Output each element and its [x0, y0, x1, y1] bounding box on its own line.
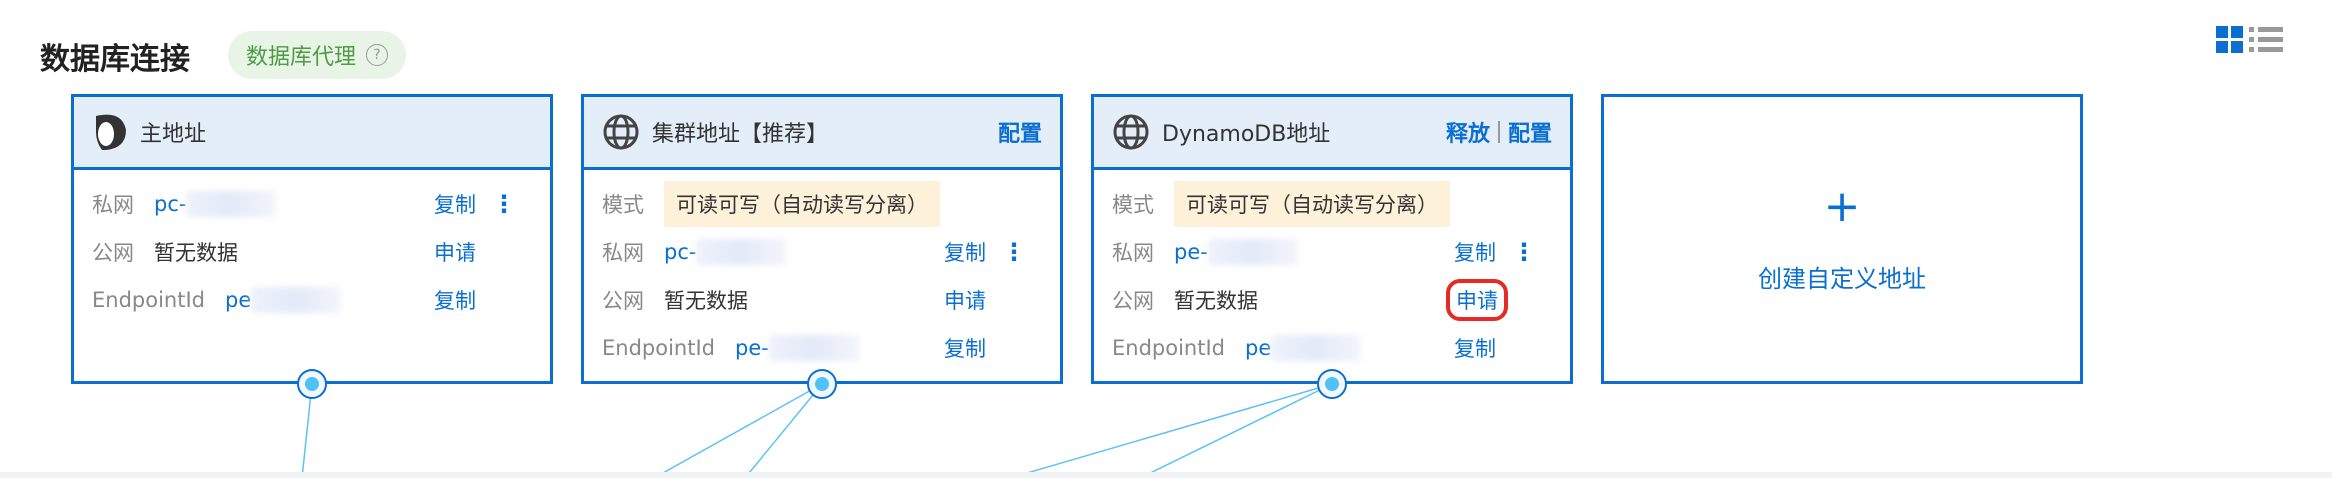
row-label: EndpointId	[92, 288, 205, 312]
badge-label: 数据库代理	[246, 45, 357, 70]
mode-value: 可读可写（自动读写分离）	[664, 181, 940, 227]
db-proxy-badge[interactable]: 数据库代理?	[228, 31, 407, 79]
row-label: EndpointId	[1112, 336, 1225, 360]
row-label: 私网	[92, 193, 134, 217]
more-icon[interactable]: ⋮	[1512, 238, 1536, 266]
card-primary-address: 主地址 私网 pc- 复制 ⋮ 公网暂无数据 申请 EndpointId pe 复制	[71, 94, 553, 384]
copy-button[interactable]: 复制	[434, 193, 476, 217]
row-label: 公网	[92, 241, 134, 265]
copy-button[interactable]: 复制	[1454, 241, 1496, 265]
mode-row: 模式可读可写（自动读写分离）	[1112, 180, 1552, 228]
more-icon[interactable]: ⋮	[492, 190, 516, 218]
row-label: 公网	[602, 289, 644, 313]
endpoint-row: EndpointId pe- 复制	[602, 324, 1042, 372]
row-label: 私网	[1112, 241, 1154, 265]
help-icon[interactable]: ?	[366, 44, 389, 66]
copy-button[interactable]: 复制	[434, 289, 476, 313]
row-label: EndpointId	[602, 336, 715, 360]
globe-icon	[1113, 114, 1149, 150]
avatar-icon	[96, 114, 126, 150]
card-title: DynamoDB地址	[1162, 122, 1331, 147]
globe-icon	[603, 114, 639, 150]
configure-button[interactable]: 配置	[997, 122, 1042, 147]
card-title: 主地址	[140, 122, 207, 147]
connection-node[interactable]	[807, 369, 837, 399]
row-value: 暂无数据	[1174, 289, 1258, 313]
copy-button[interactable]: 复制	[944, 337, 986, 361]
apply-button[interactable]: 申请	[434, 241, 476, 265]
list-view-icon[interactable]	[2249, 27, 2283, 53]
connection-node[interactable]	[1317, 369, 1347, 399]
plus-icon: +	[1823, 180, 1861, 232]
create-custom-address-label: 创建自定义地址	[1758, 264, 1926, 293]
copy-button[interactable]: 复制	[944, 241, 986, 265]
row-value: pc-	[664, 240, 697, 264]
public-network-row: 公网暂无数据 申请	[1112, 276, 1552, 324]
page-title: 数据库连接	[40, 42, 190, 77]
bottom-divider	[0, 472, 2332, 478]
grid-view-icon[interactable]	[2216, 26, 2243, 53]
row-value: 暂无数据	[664, 289, 748, 313]
row-label: 模式	[1112, 193, 1154, 217]
row-value: pe	[1245, 336, 1272, 360]
row-label: 模式	[602, 193, 644, 217]
endpoint-row: EndpointId pe 复制	[92, 276, 532, 324]
more-icon[interactable]: ⋮	[1002, 238, 1026, 266]
divider	[1497, 121, 1500, 143]
row-value: 暂无数据	[154, 241, 238, 265]
connection-node[interactable]	[297, 369, 327, 399]
public-network-row: 公网暂无数据 申请	[602, 276, 1042, 324]
row-value: pe	[225, 288, 252, 312]
mode-value: 可读可写（自动读写分离）	[1174, 181, 1450, 227]
public-network-row: 公网暂无数据 申请	[92, 228, 532, 276]
private-network-row: 私网 pe- 复制 ⋮	[1112, 228, 1552, 276]
row-label: 私网	[602, 241, 644, 265]
private-network-row: 私网 pc- 复制 ⋮	[602, 228, 1042, 276]
endpoint-row: EndpointId pe 复制	[1112, 324, 1552, 372]
copy-button[interactable]: 复制	[1454, 337, 1496, 361]
create-custom-address-card[interactable]: + 创建自定义地址	[1601, 94, 2083, 384]
card-title: 集群地址【推荐】	[652, 122, 829, 147]
apply-button-highlighted[interactable]: 申请	[1446, 279, 1508, 321]
apply-button[interactable]: 申请	[944, 289, 986, 313]
row-value: pc-	[154, 192, 187, 216]
mode-row: 模式可读可写（自动读写分离）	[602, 180, 1042, 228]
row-label: 公网	[1112, 289, 1154, 313]
configure-button[interactable]: 配置	[1507, 122, 1552, 147]
card-cluster-address: 集群地址【推荐】 配置 模式可读可写（自动读写分离） 私网 pc- 复制 ⋮ 公网暂无…	[581, 94, 1063, 384]
private-network-row: 私网 pc- 复制 ⋮	[92, 180, 532, 228]
row-value: pe-	[1174, 240, 1208, 264]
release-button[interactable]: 释放	[1445, 122, 1490, 147]
row-value: pe-	[735, 336, 769, 360]
